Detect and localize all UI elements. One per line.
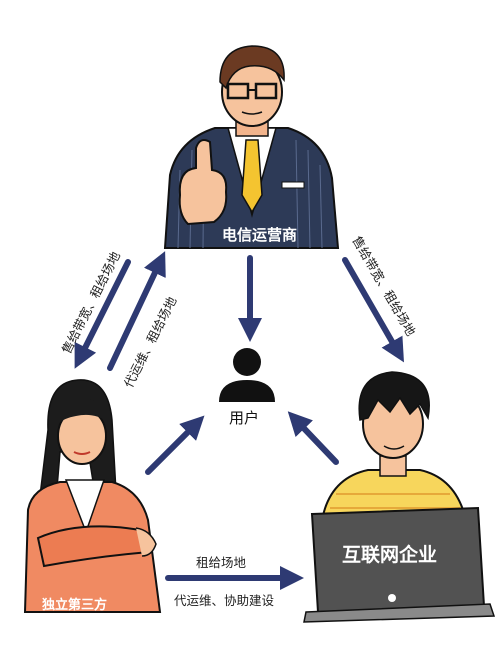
arrow-third-party-to-operator xyxy=(107,251,166,371)
edge-label-third-party-to-internet-bottom: 代运维、协助建设 xyxy=(174,593,275,608)
arrow-operator-to-third-party xyxy=(74,259,131,369)
internet-company-label: 互联网企业 xyxy=(342,544,438,566)
user-person-icon xyxy=(219,348,275,402)
user-label: 用户 xyxy=(229,409,260,427)
operator-label: 电信运营商 xyxy=(222,226,298,244)
edge-label-third-party-to-internet-top: 租给场地 xyxy=(196,555,247,570)
third-party-label: 独立第三方 xyxy=(42,598,108,613)
internet-company-figure xyxy=(303,371,496,623)
arrow-internet-to-user xyxy=(287,411,339,465)
arrows xyxy=(74,251,404,590)
third-party-figure xyxy=(23,379,162,613)
arrow-operator-to-internet xyxy=(342,257,404,363)
operator-figure xyxy=(163,45,340,249)
arrow-third-party-to-user xyxy=(145,415,205,475)
